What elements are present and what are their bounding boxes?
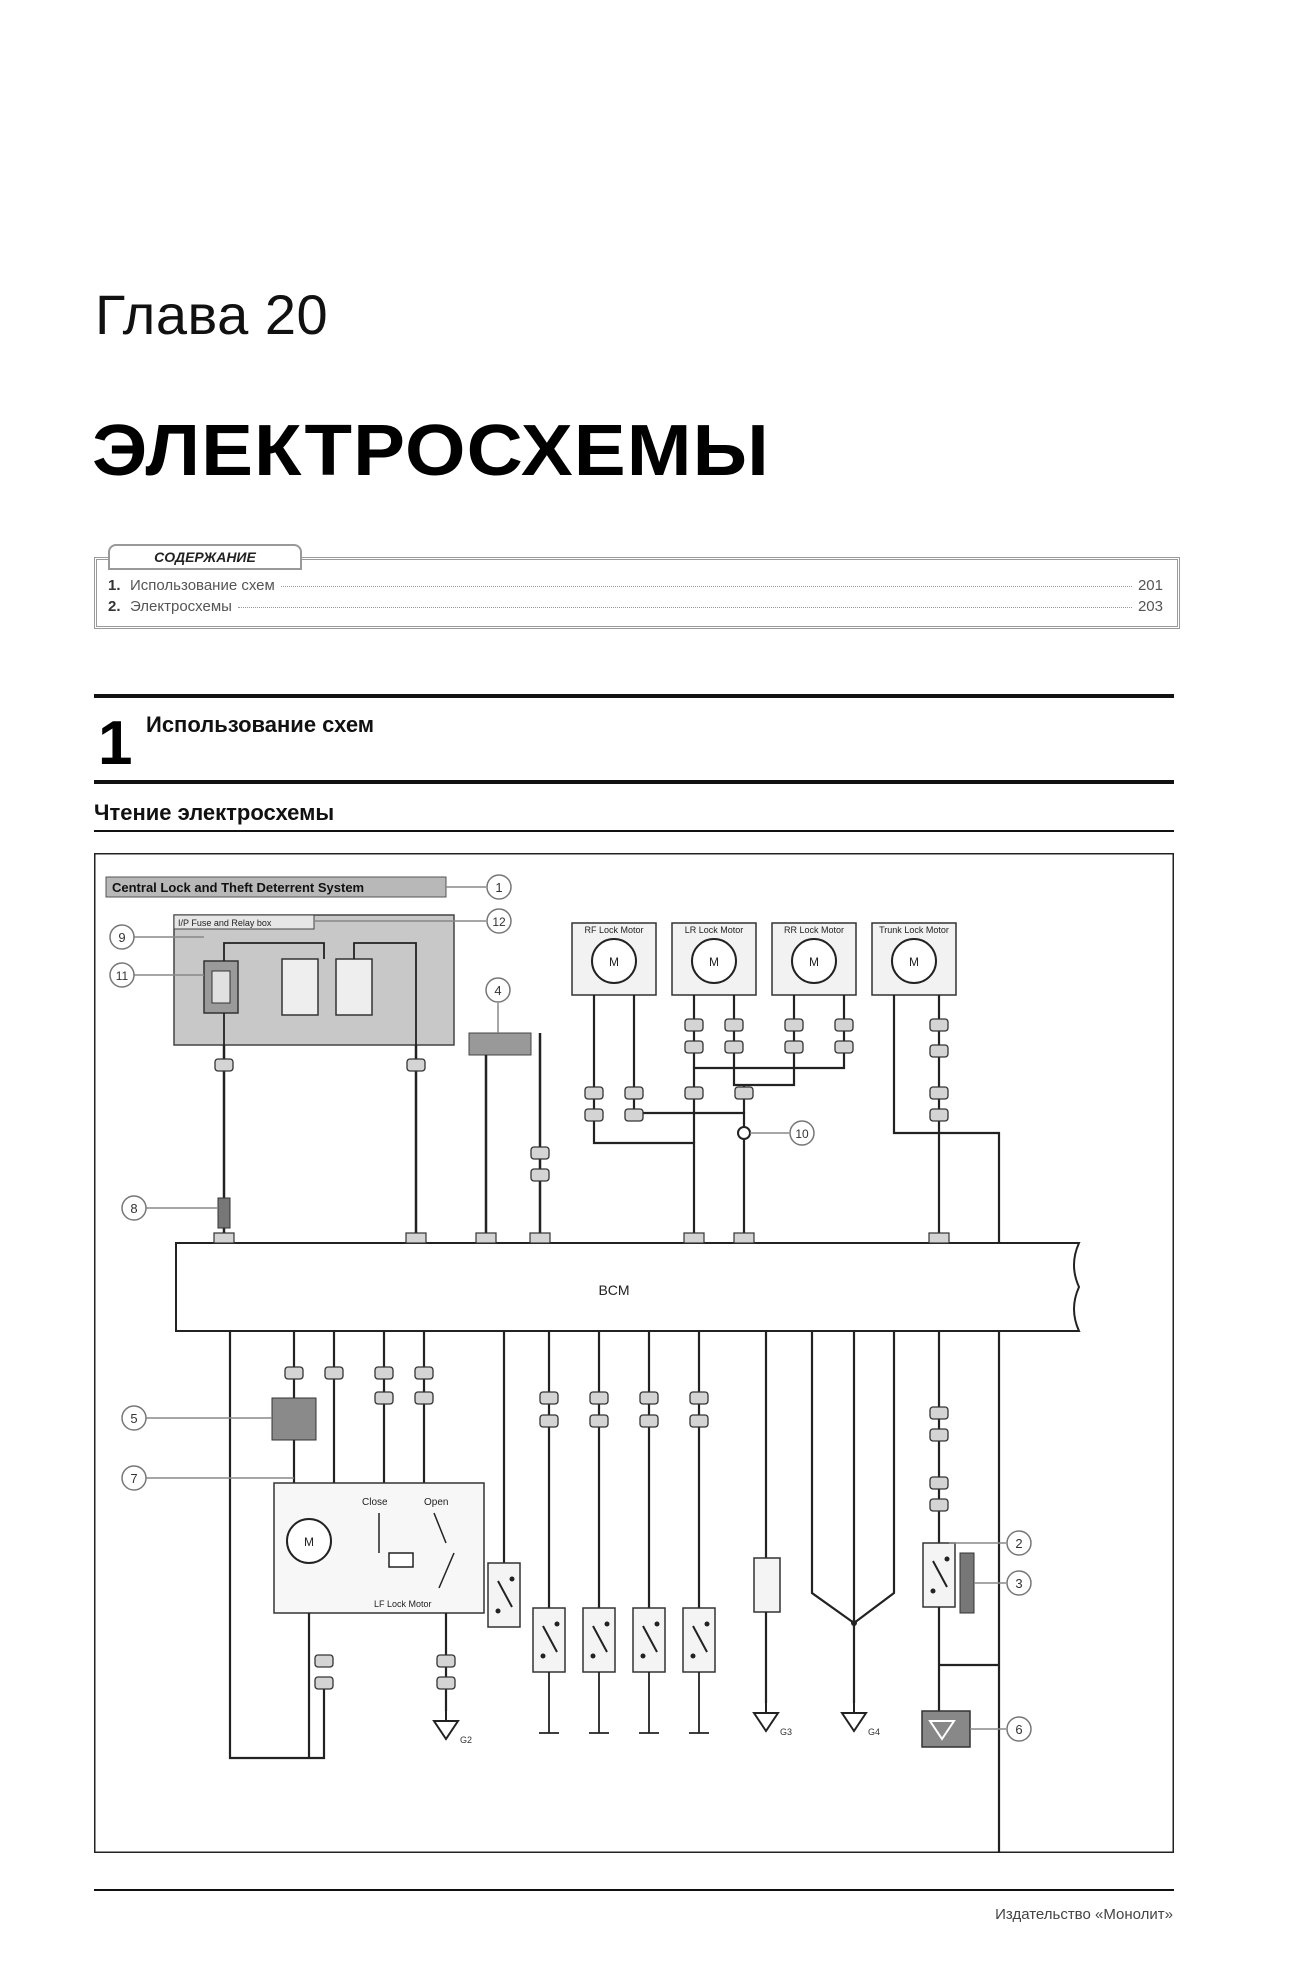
chapter-label: Глава 20 [95, 283, 329, 346]
svg-text:Trunk Lock Motor: Trunk Lock Motor [879, 925, 949, 935]
toc-dots [237, 607, 1132, 608]
callout-4: 4 [485, 977, 511, 1003]
section-rule-bottom [94, 780, 1174, 784]
svg-text:LF Lock Motor: LF Lock Motor [374, 1599, 432, 1609]
svg-text:M: M [609, 955, 619, 969]
toc-item-text: Электросхемы [130, 598, 232, 615]
bcm-module: BCM [175, 1242, 1081, 1332]
subsection-rule [94, 830, 1174, 832]
callout-9: 9 [109, 924, 135, 950]
svg-text:8: 8 [130, 1201, 137, 1216]
trunk-lock-motor: M Trunk Lock Motor [871, 922, 957, 996]
ground-label: G2 [460, 1735, 472, 1745]
svg-text:5: 5 [130, 1411, 137, 1426]
ground-label: G4 [868, 1727, 880, 1737]
svg-text:Close: Close [362, 1497, 388, 1508]
callout-1: 1 [486, 874, 512, 900]
svg-text:RF Lock Motor: RF Lock Motor [584, 925, 643, 935]
svg-text:11: 11 [116, 969, 129, 983]
svg-text:Open: Open [424, 1497, 448, 1508]
footer-rule [94, 1889, 1174, 1891]
toc-item-page: 203 [1137, 598, 1163, 615]
callout-11: 11 [109, 962, 135, 988]
svg-text:BCM: BCM [598, 1282, 629, 1298]
toc-item[interactable]: 1. Использование схем 201 [108, 577, 1163, 594]
section-number: 1 [98, 709, 133, 778]
svg-text:M: M [709, 955, 719, 969]
callout-12: 12 [486, 908, 512, 934]
svg-text:7: 7 [130, 1471, 137, 1486]
lf-lock-motor: M Close Open LF Lock Motor [273, 1482, 485, 1614]
section-rule-top [94, 694, 1174, 698]
section-title: Использование схем [146, 712, 375, 737]
svg-text:M: M [304, 1535, 314, 1549]
svg-text:1: 1 [495, 880, 502, 895]
svg-text:LR Lock Motor: LR Lock Motor [685, 925, 744, 935]
toc-item-number: 1. [108, 577, 121, 594]
svg-text:9: 9 [118, 930, 125, 945]
toc-item-page: 201 [1137, 577, 1163, 594]
callout-10: 10 [789, 1120, 815, 1146]
subsection-title: Чтение электросхемы [94, 800, 335, 825]
lr-lock-motor: M LR Lock Motor [671, 922, 757, 996]
svg-text:M: M [909, 955, 919, 969]
fuse-box-label: I/P Fuse and Relay box [178, 918, 272, 928]
toc-label: СОДЕРЖАНИЕ [108, 544, 302, 570]
svg-text:3: 3 [1015, 1576, 1022, 1591]
svg-text:10: 10 [795, 1127, 809, 1141]
svg-text:12: 12 [492, 915, 506, 929]
toc-item-text: Использование схем [130, 577, 275, 594]
toc-box [94, 557, 1180, 629]
toc-item-number: 2. [108, 598, 121, 615]
system-title: Central Lock and Theft Deterrent System [112, 880, 364, 895]
ground-label: G3 [780, 1727, 792, 1737]
svg-text:6: 6 [1015, 1722, 1022, 1737]
publisher-footer: Издательство «Монолит» [995, 1906, 1173, 1923]
toc-dots [280, 586, 1132, 587]
toc-item[interactable]: 2. Электросхемы 203 [108, 598, 1163, 615]
callout-5: 5 [121, 1405, 147, 1431]
wiring-diagram: Central Lock and Theft Deterrent System … [94, 853, 1174, 1853]
callout-3: 3 [1006, 1570, 1032, 1596]
rr-lock-motor: M RR Lock Motor [771, 922, 857, 996]
callout-8: 8 [121, 1195, 147, 1221]
svg-text:M: M [809, 955, 819, 969]
callout-2: 2 [1006, 1530, 1032, 1556]
svg-text:2: 2 [1015, 1536, 1022, 1551]
rf-lock-motor: M RF Lock Motor [571, 922, 657, 996]
callout-7: 7 [121, 1465, 147, 1491]
svg-text:RR Lock Motor: RR Lock Motor [784, 925, 844, 935]
callout-6: 6 [1006, 1716, 1032, 1742]
page-title: ЭЛЕКТРОСХЕМЫ [92, 411, 770, 491]
svg-text:4: 4 [494, 983, 501, 998]
